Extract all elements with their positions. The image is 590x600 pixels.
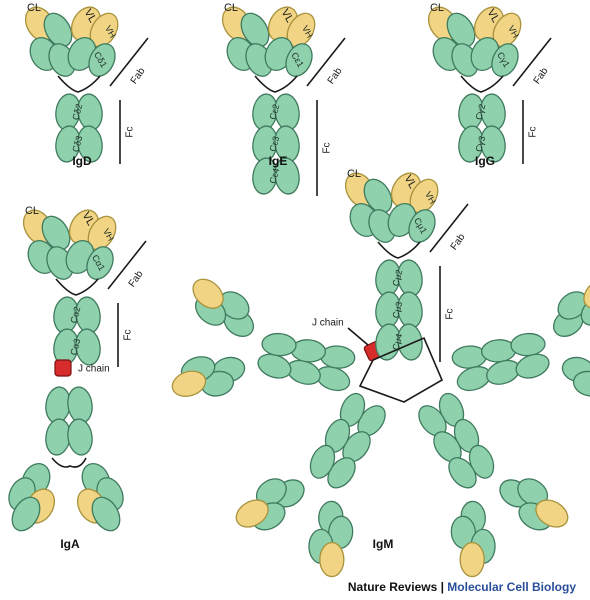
- igg-label-Fab: Fab: [532, 66, 551, 87]
- igm-j-chain-pointer: [348, 328, 368, 345]
- ige-hinge: [255, 76, 297, 92]
- igg-label-CL: CL: [430, 2, 444, 14]
- credit-section: Molecular Cell Biology: [447, 580, 576, 594]
- iga-j-chain: [55, 360, 71, 376]
- iga-label-Fab: Fab: [127, 269, 146, 290]
- igm-monomer-lower-left-left-light-variable: [320, 543, 344, 577]
- igm-hinge: [378, 242, 420, 258]
- credit-journal: Nature Reviews: [348, 580, 437, 594]
- title-iga: IgA: [60, 537, 80, 551]
- iga-label-Fc: Fc: [123, 329, 134, 340]
- igd-label-Fab: Fab: [129, 66, 148, 87]
- igd-hinge: [58, 76, 100, 92]
- igm-label-Fc: Fc: [445, 308, 456, 319]
- igm-monomer-lower-right-right-light-variable: [460, 543, 484, 577]
- igm-label-Fab: Fab: [449, 232, 468, 253]
- iga-hinge: [56, 279, 98, 295]
- title-ige: IgE: [269, 154, 288, 168]
- iga-label-J-chain: J chain: [78, 364, 110, 375]
- igd-label-CL: CL: [27, 2, 41, 14]
- igm-monomer-right-stem-left-3: [510, 332, 545, 356]
- iga-label-CL: CL: [25, 205, 39, 217]
- iga-lower-hinge: [52, 458, 86, 467]
- igm-monomer-left: [165, 271, 367, 435]
- iga-lower-stem-right-2: [66, 418, 95, 457]
- igd-label-Fc: Fc: [125, 126, 136, 137]
- ige-label-CL: CL: [224, 2, 238, 14]
- igm-label-CL: CL: [347, 168, 361, 180]
- igm-monomer-left-stem-right-3: [261, 332, 296, 356]
- credit-separator: |: [441, 580, 444, 594]
- igm-label-J-chain: J chain: [312, 318, 344, 329]
- source-credit: Nature Reviews | Molecular Cell Biology: [348, 580, 576, 594]
- ige-label-Fab: Fab: [326, 66, 345, 87]
- shapes-layer: [4, 2, 590, 587]
- igg-hinge: [461, 76, 503, 92]
- title-igm: IgM: [373, 537, 394, 551]
- ige-label-Fc: Fc: [322, 142, 333, 153]
- igg-label-Fc: Fc: [528, 126, 539, 137]
- title-igd: IgD: [72, 154, 92, 168]
- title-igg: IgG: [475, 154, 495, 168]
